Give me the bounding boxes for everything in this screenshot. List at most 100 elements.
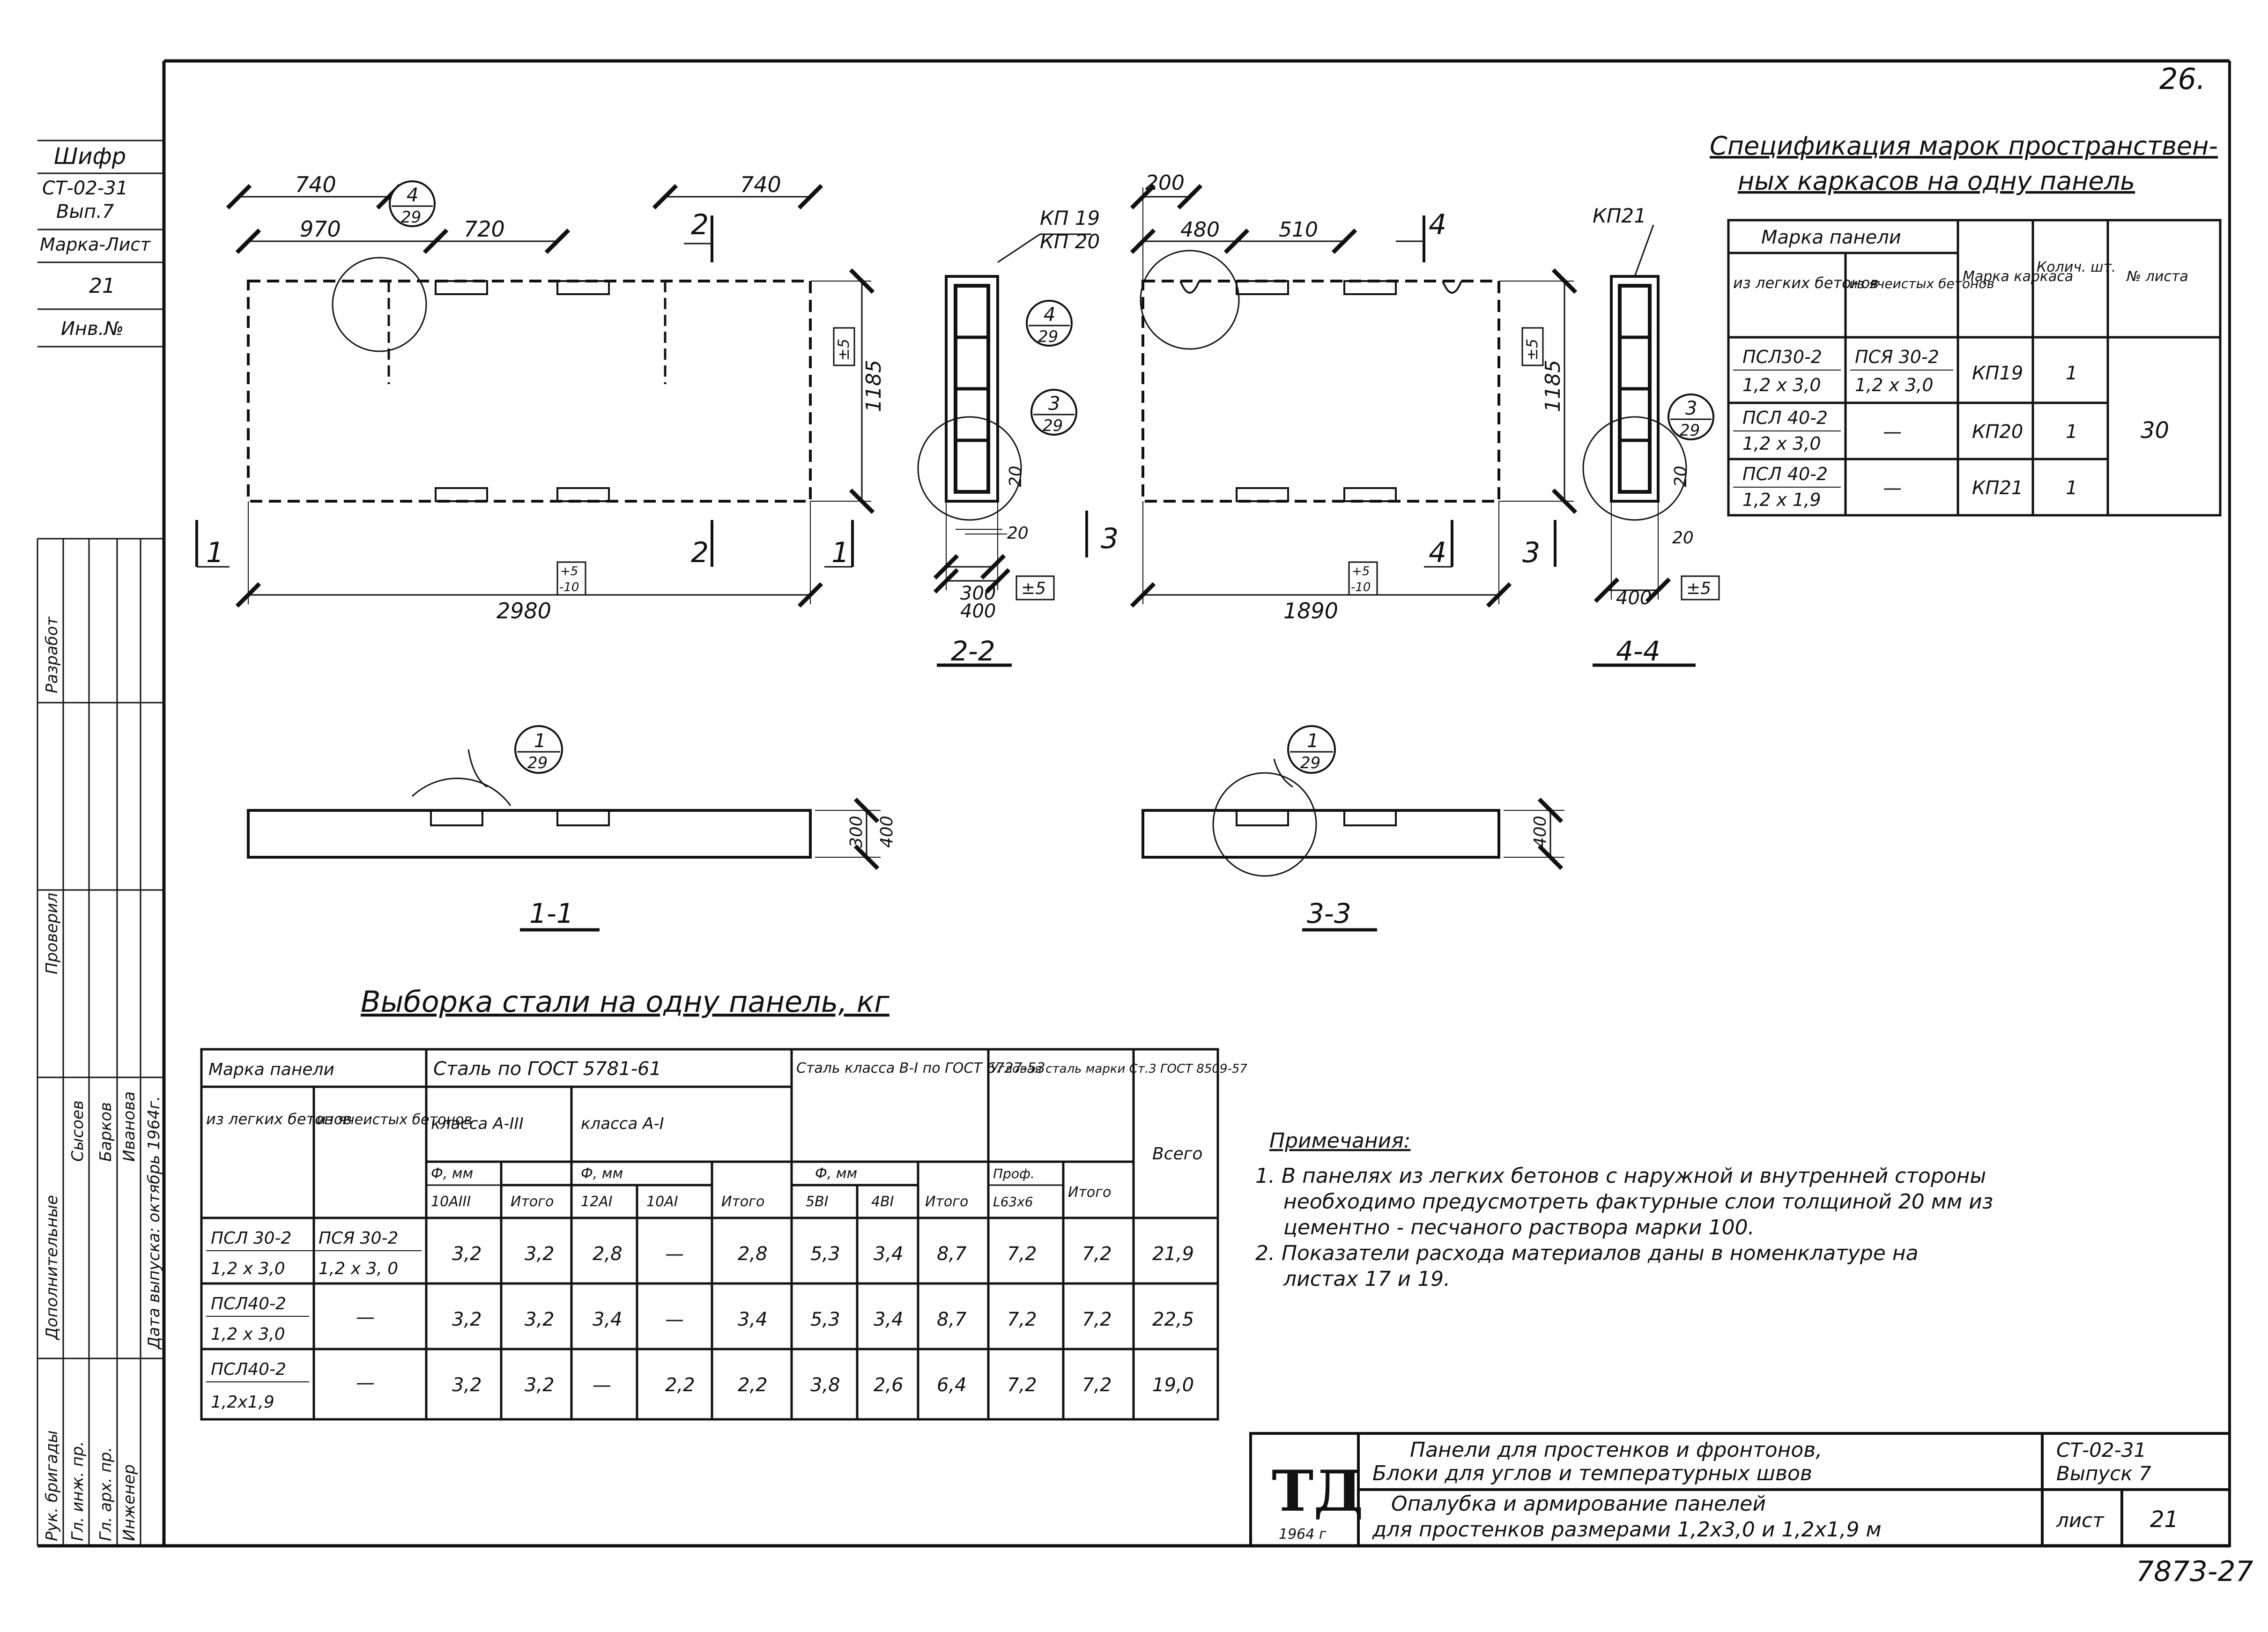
spec-r3-cell-a: — (1883, 477, 1902, 499)
steel-r2-c2: 3,4 (593, 1309, 623, 1330)
steel-h-prof-val: L63x6 (993, 1194, 1033, 1209)
title-code: СТ-02-31 (2056, 1439, 2146, 1461)
tol-length-left-plus: +5 (560, 564, 578, 579)
role-5: Дата выпуска: октябрь 1964г. (145, 1096, 163, 1350)
steel-r2-c4: 3,4 (738, 1309, 768, 1330)
steel-r1-c8: 7,2 (1007, 1243, 1037, 1265)
dim-height-left: 1185 (862, 360, 886, 412)
steel-r3-light-a: ПСЛ40-2 (211, 1360, 286, 1379)
callout-2-2-4-sheet: 29 (1038, 327, 1058, 346)
spec-r1-frame: КП19 (1972, 363, 2023, 384)
dim-2-2-300: 300 (960, 583, 996, 604)
spec-r1-light-a: ПСЛ30-2 (1742, 347, 1822, 367)
spec-r1-cell-b: 1,2 х 3,0 (1855, 375, 1934, 395)
section-4-4-text: КП21 3 29 400 20 20 ±5 4-4 (1593, 204, 1720, 667)
section-mark-4a: 4 (1429, 536, 1446, 569)
kp-label-21: КП21 (1593, 204, 1646, 227)
dim-length-right: 1890 (1283, 598, 1338, 623)
col-header-3: Дополнительные (43, 1195, 61, 1341)
title-block: ТД 1964 г Панели для простенков и фронто… (1249, 1432, 2231, 1547)
dim-top-left: 740 (295, 172, 336, 197)
plan-right-text: 200 480 510 1185 1890 +5 -10 ±5 4 3 4 (1145, 171, 1565, 623)
steel-r1-c6: 3,4 (874, 1243, 904, 1265)
steel-r1-c9: 7,2 (1082, 1243, 1112, 1265)
steel-h-panel-mark: Марка панели (208, 1060, 334, 1079)
dim-height-right: 1185 (1541, 360, 1565, 412)
section-4-4 (1582, 224, 1696, 667)
spec-r1-cell-a: ПСЯ 30-2 (1855, 347, 1939, 367)
steel-r3-c8: 7,2 (1007, 1374, 1037, 1396)
section-4-4-label: 4-4 (1616, 635, 1660, 667)
steel-r1-c0: 3,2 (452, 1243, 482, 1265)
section-2-2 (917, 233, 1091, 667)
plan-left-panel (195, 184, 875, 608)
dim-1-1-400: 400 (877, 816, 897, 848)
role-1: Рук. бригады (43, 1431, 61, 1541)
left-strip-text: Шифр СТ-02-31 Вып.7 Марка-Лист 21 Инв.№ … (40, 143, 163, 1541)
spec-r3-qty: 1 (2066, 477, 2077, 499)
steel-r2-c0: 3,2 (452, 1309, 482, 1330)
dim-3-3-400: 400 (1531, 816, 1550, 848)
steel-h-gost: Сталь по ГОСТ 5781-61 (433, 1058, 661, 1080)
spec-title-1: Спецификация марок пространствен- (1710, 131, 2218, 161)
col-header-2: Проверил (43, 893, 61, 974)
steel-r3-c4: 2,2 (738, 1374, 768, 1396)
tol-length-right-plus: +5 (1352, 564, 1370, 579)
spec-r3-light-b: 1,2 х 1,9 (1742, 490, 1821, 510)
dim-2-2-400: 400 (960, 601, 996, 622)
steel-r1-c2: 2,8 (593, 1243, 623, 1265)
inv-label: Инв.№ (61, 318, 124, 340)
callout-1-1-num: 1 (534, 730, 546, 752)
callout-top-num: 4 (407, 185, 418, 206)
steel-h-phi-1: Ф, мм (431, 1165, 473, 1182)
steel-r2-c3: — (665, 1309, 684, 1330)
steel-r3-cell-a: — (356, 1372, 375, 1394)
dim-480: 480 (1180, 218, 1220, 242)
left-strip (37, 140, 164, 1546)
steel-h-phi-2: Ф, мм (581, 1165, 623, 1182)
steel-r1-light-a: ПСЛ 30-2 (211, 1229, 291, 1248)
steel-h-d12a1: 12АI (581, 1194, 613, 1210)
shifr-label: Шифр (54, 143, 126, 170)
subtitle-line-2: для простенков размерами 1,2х3,0 и 1,2х1… (1372, 1518, 1882, 1542)
plan-left-text: 740 740 970 720 1185 2980 +5 -10 ±5 4 29… (206, 172, 886, 623)
steel-h-phi-3: Ф, мм (815, 1165, 857, 1182)
steel-h-light: из легких бетонов (206, 1110, 352, 1128)
note-line-3: цементно - песчаного раствора марки 100. (1283, 1216, 1755, 1239)
shifr-value-2: Вып.7 (56, 201, 114, 223)
note-line-4: 2. Показатели расхода материалов даны в … (1255, 1241, 1919, 1265)
section-2-2-label: 2-2 (951, 635, 995, 667)
section-2-2-text: КП 19 КП 20 4 29 3 29 300 400 20 20 ±5 2… (951, 207, 1119, 667)
steel-r1-light-b: 1,2 х 3,0 (211, 1259, 285, 1278)
tol-4-4: ±5 (1686, 579, 1711, 598)
role-2: Гл. инж. пр. (68, 1441, 87, 1541)
tol-length-right-minus: -10 (1351, 580, 1371, 594)
dim-4-4-20b: 20 (1672, 528, 1694, 548)
section-3-3-label: 3-3 (1307, 898, 1351, 929)
steel-r1-cell-b: 1,2 х 3, 0 (319, 1259, 398, 1278)
spec-r3-frame: КП21 (1972, 477, 2023, 499)
steel-h-d10a3: 10АIII (431, 1194, 471, 1210)
dim-4-4-400: 400 (1616, 587, 1652, 609)
dim-720: 720 (464, 216, 505, 242)
callout-top-sheet: 29 (401, 208, 421, 227)
steel-h-itogo-1: Итого (511, 1194, 554, 1210)
name-1: Сысоев (68, 1100, 87, 1162)
steel-r1-c1: 3,2 (525, 1243, 555, 1265)
steel-r1-c7: 8,7 (937, 1243, 967, 1265)
section-mark-3a: 3 (1101, 522, 1119, 555)
section-3-3-text: 1 29 400 3-3 (1287, 725, 1550, 929)
dim-top-right: 740 (740, 172, 781, 197)
name-2: Барков (96, 1102, 115, 1162)
callout-2-2-3-num: 3 (1048, 393, 1060, 415)
title-line-2: Блоки для углов и температурных швов (1372, 1461, 1812, 1485)
plan-right-panel (1130, 184, 1578, 608)
callout-3-3-num: 1 (1307, 730, 1319, 752)
dim-510: 510 (1279, 218, 1318, 242)
archive-number: 7873-27 (2136, 1555, 2253, 1588)
spec-r3-light-a: ПСЛ 40-2 (1742, 464, 1828, 484)
steel-h-itogo-2: Итого (721, 1194, 764, 1210)
steel-r2-c10: 22,5 (1152, 1309, 1194, 1330)
steel-h-cellular: из ячеистых бетонов (317, 1112, 472, 1128)
